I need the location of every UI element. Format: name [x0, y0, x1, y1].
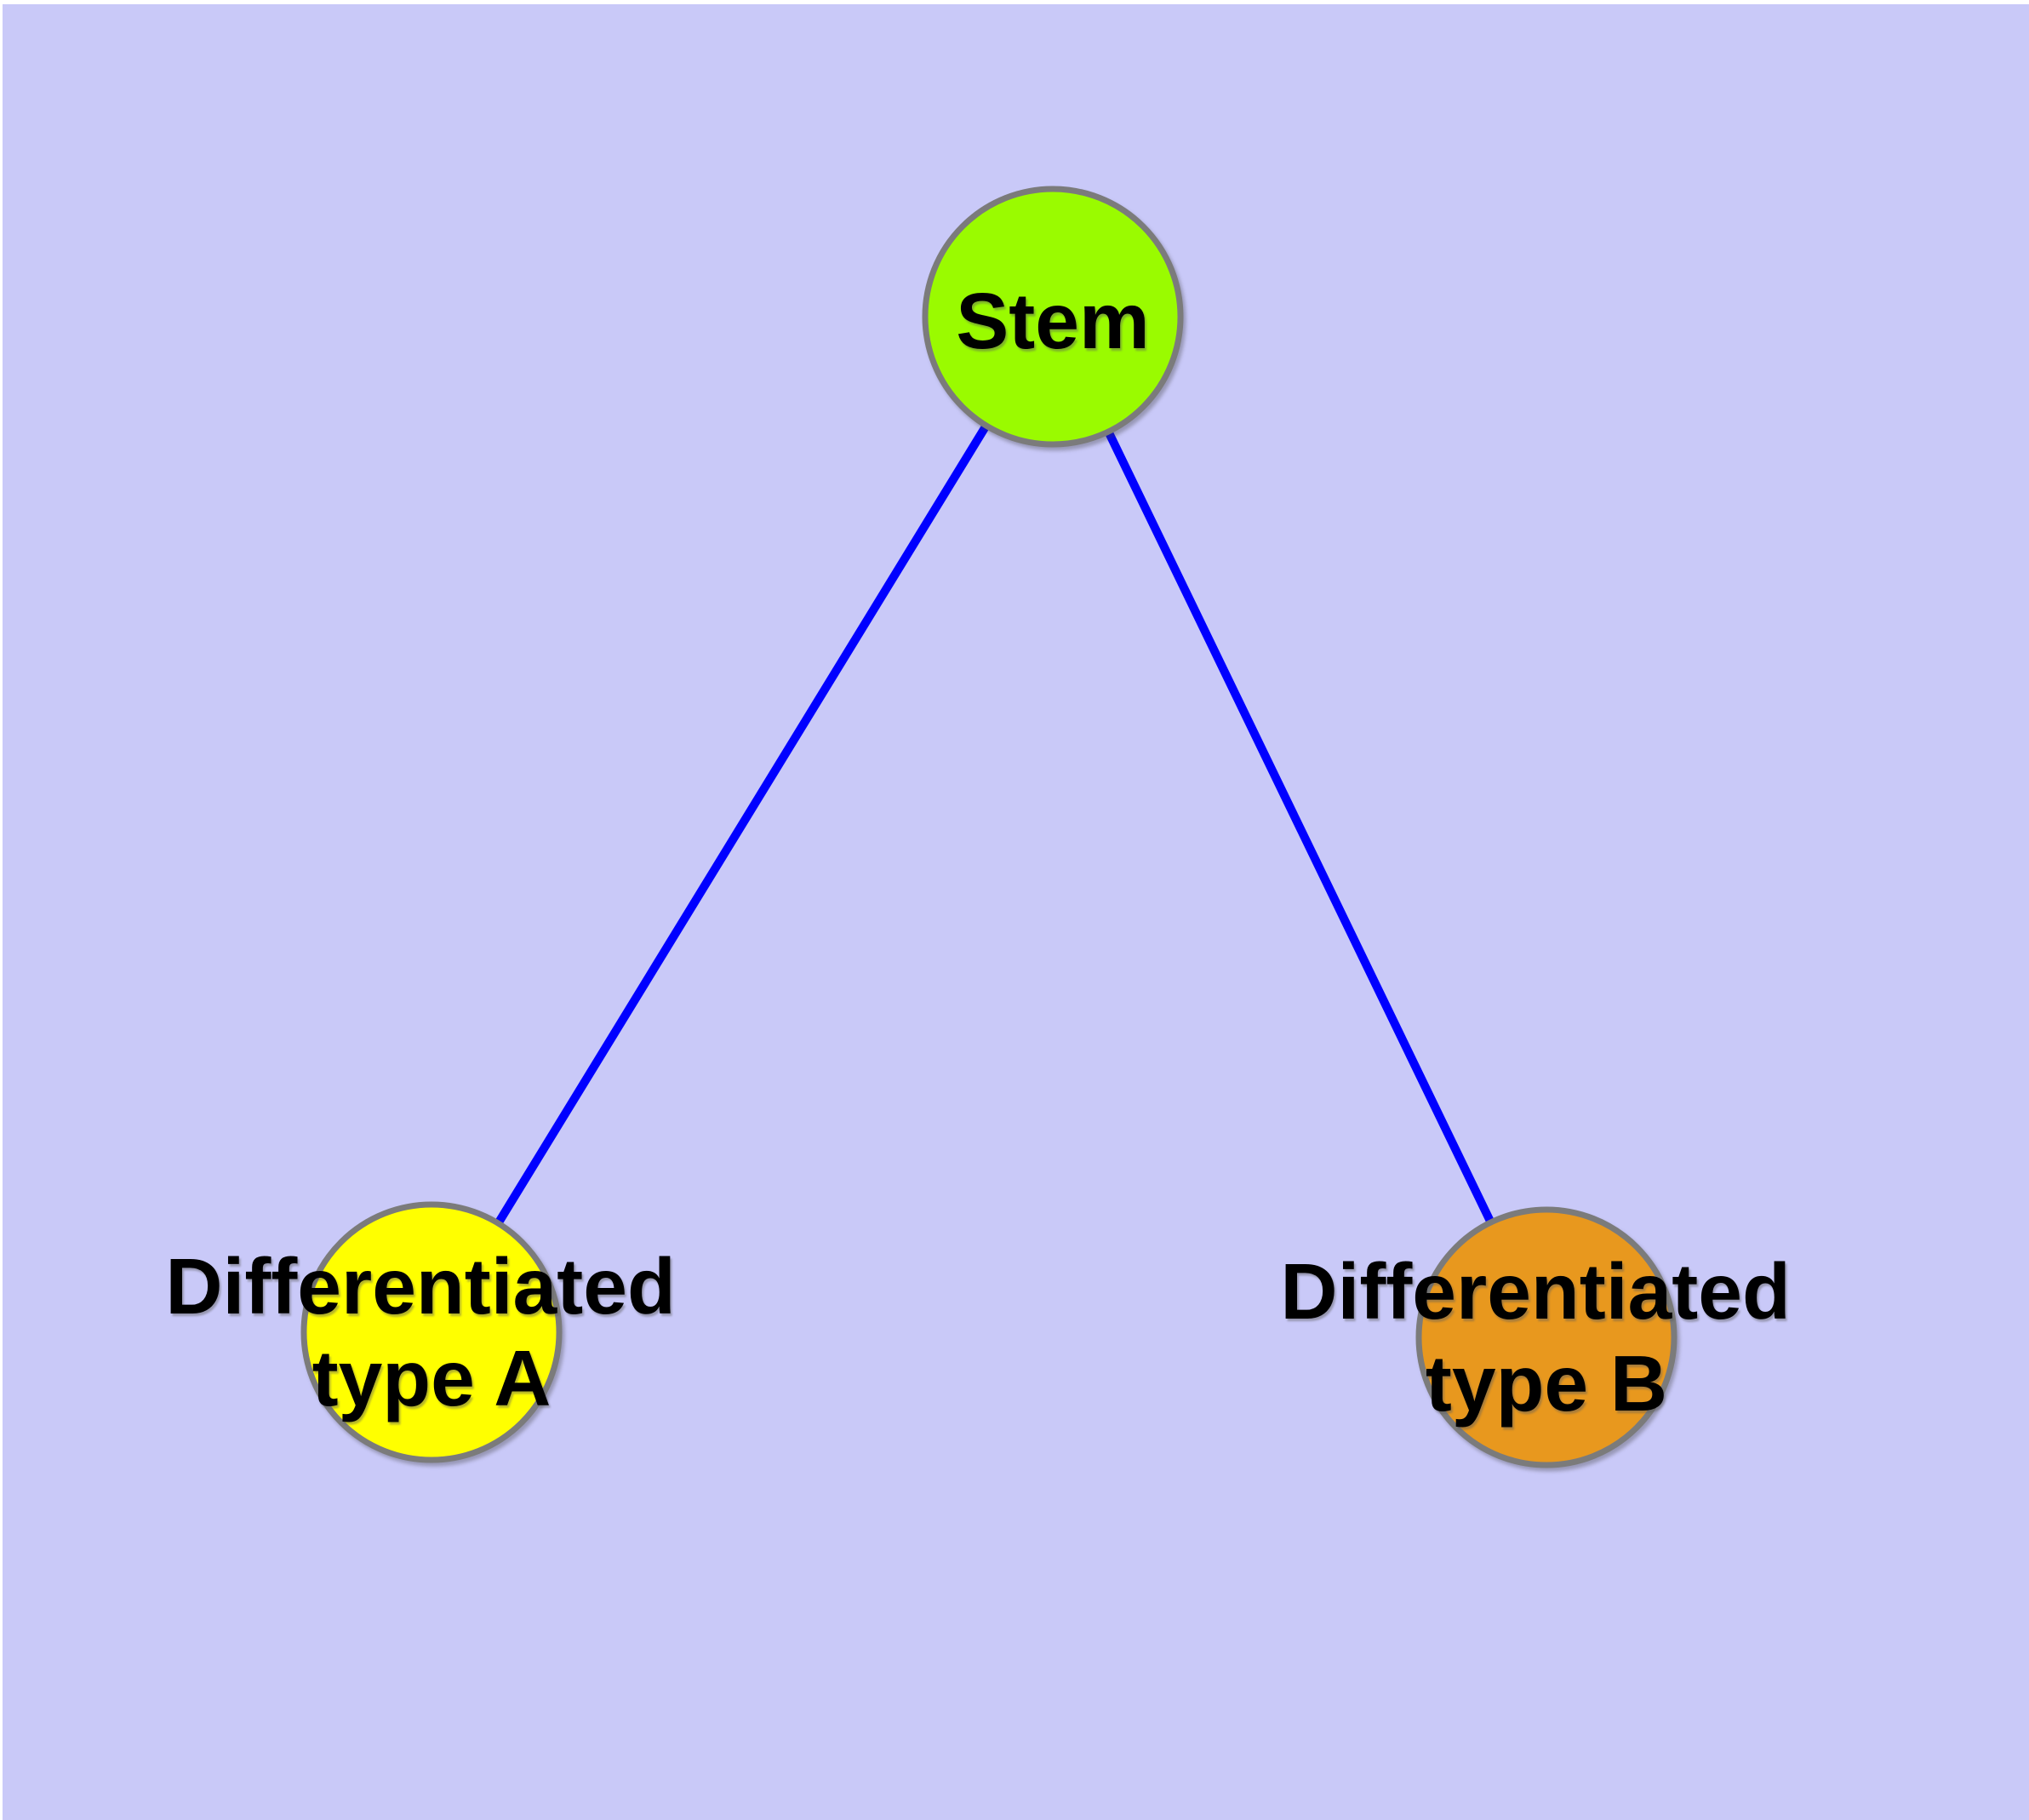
node-type-b-circle: [1415, 1206, 1677, 1468]
node-type-b-label-line2: type B: [1426, 1339, 1667, 1428]
node-type-a-label: Differentiated type A: [165, 1242, 697, 1422]
node-differentiated-type-a[interactable]: Differentiated type A: [165, 1201, 697, 1463]
edge-stem-to-type-a: [427, 314, 1057, 1335]
node-type-b-label: Differentiated type B: [1280, 1247, 1812, 1428]
node-differentiated-type-b[interactable]: Differentiated type B: [1280, 1206, 1812, 1468]
node-type-b-label-line1: Differentiated: [1280, 1247, 1790, 1336]
node-stem-label: Stem: [956, 277, 1149, 365]
node-type-a-label-line2: type A: [312, 1334, 552, 1422]
node-type-a-label-line1: Differentiated: [165, 1242, 675, 1331]
node-type-a-circle: [300, 1201, 563, 1463]
node-stem-circle: [922, 186, 1184, 448]
node-stem[interactable]: Stem: [922, 186, 1184, 448]
edge-stem-to-type-b: [1049, 314, 1551, 1340]
